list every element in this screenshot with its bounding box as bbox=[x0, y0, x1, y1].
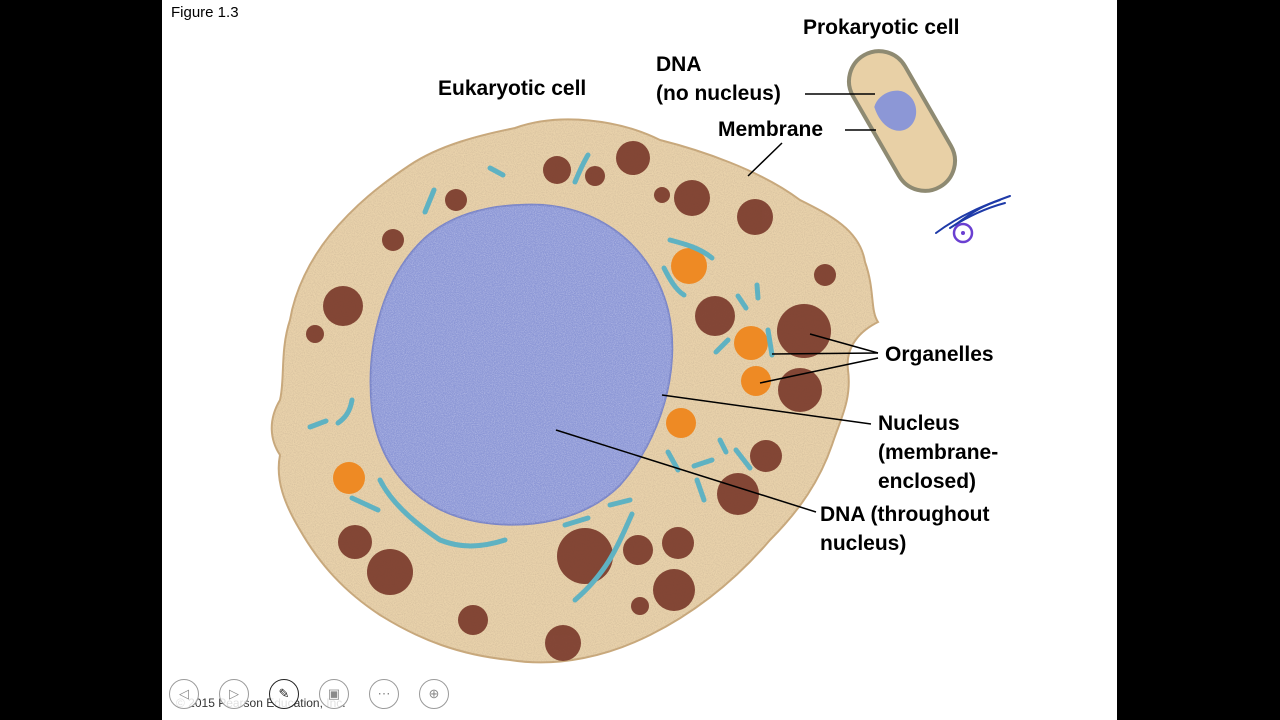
more-options-button[interactable]: ⋯ bbox=[369, 679, 399, 709]
next-slide-button[interactable]: ▷ bbox=[219, 679, 249, 709]
pen-icon: ✎ bbox=[278, 686, 290, 701]
pen-tool-button[interactable]: ✎ bbox=[269, 679, 299, 709]
label-dna-throughout-line1: DNA (throughout bbox=[820, 503, 990, 526]
leader-lines bbox=[555, 93, 879, 513]
er-fragments bbox=[307, 152, 775, 603]
zoom-icon: ⊕ bbox=[428, 686, 440, 701]
label-dna-no-nucleus-line1: DNA bbox=[656, 53, 702, 76]
organelles-brown bbox=[306, 141, 836, 661]
prokaryotic-cell bbox=[847, 49, 957, 193]
label-membrane: Membrane bbox=[718, 118, 824, 141]
label-nucleus-line3: enclosed) bbox=[878, 470, 977, 493]
label-dna-no-nucleus-line2: (no nucleus) bbox=[656, 82, 781, 105]
label-nucleus-line2: (membrane- bbox=[878, 441, 999, 464]
prokaryotic-dna bbox=[874, 90, 917, 131]
eukaryotic-cell bbox=[270, 118, 880, 664]
arrow-left-icon: ◁ bbox=[179, 686, 189, 701]
organelles-orange bbox=[333, 248, 771, 494]
label-dna-throughout-line2: nucleus) bbox=[820, 532, 907, 555]
arrow-right-icon: ▷ bbox=[229, 686, 239, 701]
ink-annotation bbox=[935, 195, 1011, 244]
label-nucleus-line1: Nucleus bbox=[878, 412, 960, 435]
zoom-button[interactable]: ⊕ bbox=[419, 679, 449, 709]
label-organelles: Organelles bbox=[885, 343, 994, 366]
label-prokaryotic-cell: Prokaryotic cell bbox=[803, 16, 960, 39]
figure-label: Figure 1.3 bbox=[171, 4, 239, 21]
copyright-notice: © 2015 Pearson Education, Inc. bbox=[176, 696, 346, 710]
slide-sorter-button[interactable]: ▣ bbox=[319, 679, 349, 709]
slides-icon: ▣ bbox=[327, 686, 341, 701]
ellipsis-icon: ⋯ bbox=[377, 686, 391, 701]
label-eukaryotic-cell: Eukaryotic cell bbox=[438, 77, 587, 100]
previous-slide-button[interactable]: ◁ bbox=[169, 679, 199, 709]
